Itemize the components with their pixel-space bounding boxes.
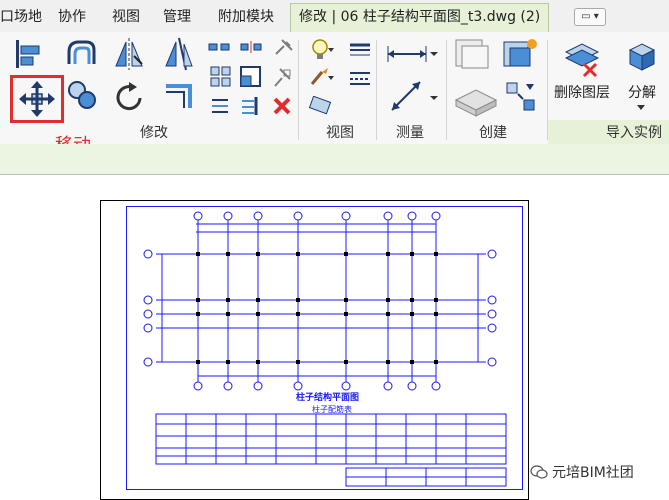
mirror-axis-icon[interactable]: [112, 36, 146, 72]
watermark-text: 元培BIM社团: [552, 465, 634, 481]
tab-manage[interactable]: 管理: [163, 9, 191, 25]
split-gap-icon[interactable]: [240, 40, 262, 54]
tab-addins[interactable]: 附加模块: [218, 9, 274, 25]
delete-layers-button[interactable]: 删除图层: [554, 85, 610, 101]
panel-title-import-instance: 导入实例: [606, 125, 662, 141]
pin-icon[interactable]: [272, 38, 294, 56]
wechat-icon: [530, 465, 548, 479]
move-button-highlight: [10, 75, 64, 123]
trim-extend-corner-icon[interactable]: [164, 78, 196, 110]
panel-separator: [446, 40, 447, 140]
table-title: 柱子配筋表: [312, 405, 352, 414]
hidden-lines-icon[interactable]: [348, 68, 374, 88]
import-instance-panel-bg: [548, 120, 669, 144]
copy-icon[interactable]: [66, 78, 100, 112]
drawing-title: 柱子结构平面图: [296, 393, 360, 403]
rotate-icon[interactable]: [112, 80, 148, 116]
ribbon-tab-bar: 口场地 协作 视图 管理 附加模块 修改 | 06 柱子结构平面图_t3.dwg…: [0, 0, 669, 33]
measure-between-references-icon[interactable]: [386, 42, 440, 66]
unpin-icon[interactable]: [272, 66, 294, 88]
measure-along-element-icon[interactable]: [386, 76, 440, 116]
panel-title-measure: 测量: [396, 125, 424, 141]
split-element-icon[interactable]: [208, 40, 230, 54]
mirror-draw-axis-icon[interactable]: [162, 36, 196, 72]
delete-icon[interactable]: [272, 96, 292, 116]
tab-collaborate[interactable]: 协作: [58, 9, 86, 25]
quick-access-dropdown[interactable]: ▭ ▾: [574, 8, 606, 26]
structural-plan-drawing[interactable]: [126, 206, 521, 488]
divider: [0, 174, 669, 175]
create-part-icon[interactable]: [452, 36, 494, 72]
delete-layers-icon[interactable]: [562, 36, 602, 78]
create-similar-icon[interactable]: [504, 80, 538, 114]
panel-separator: [298, 40, 299, 140]
create-group-icon[interactable]: [452, 80, 502, 118]
lightbulb-icon[interactable]: [310, 38, 336, 62]
create-assembly-icon[interactable]: [500, 36, 540, 72]
scale-icon[interactable]: [240, 66, 262, 88]
panel-separator: [376, 40, 377, 140]
tab-site[interactable]: 口场地: [0, 9, 42, 25]
thin-lines-icon[interactable]: [348, 40, 374, 62]
tab-modify-dwg[interactable]: 修改 | 06 柱子结构平面图_t3.dwg (2): [290, 3, 550, 32]
offset-icon[interactable]: [66, 38, 100, 70]
panel-separator: [547, 40, 548, 140]
drawing-frame: [126, 206, 523, 490]
linework-icon[interactable]: [308, 96, 336, 116]
drawing-canvas[interactable]: [0, 175, 669, 500]
options-bar: [0, 144, 669, 174]
panel-title-create: 创建: [479, 125, 507, 141]
explode-icon[interactable]: [624, 40, 660, 76]
array-icon[interactable]: [210, 66, 232, 88]
panel-title-view: 视图: [326, 125, 354, 141]
tab-view[interactable]: 视图: [112, 9, 140, 25]
align-icon[interactable]: [12, 38, 46, 70]
paintbrush-icon[interactable]: [308, 66, 338, 88]
trim-extend-single-icon[interactable]: [210, 96, 232, 116]
move-icon[interactable]: [18, 80, 56, 118]
panel-title-modify: 修改: [140, 125, 168, 141]
explode-dropdown-icon[interactable]: [636, 104, 646, 112]
trim-extend-multiple-icon[interactable]: [240, 96, 262, 116]
explode-button[interactable]: 分解: [628, 85, 656, 101]
